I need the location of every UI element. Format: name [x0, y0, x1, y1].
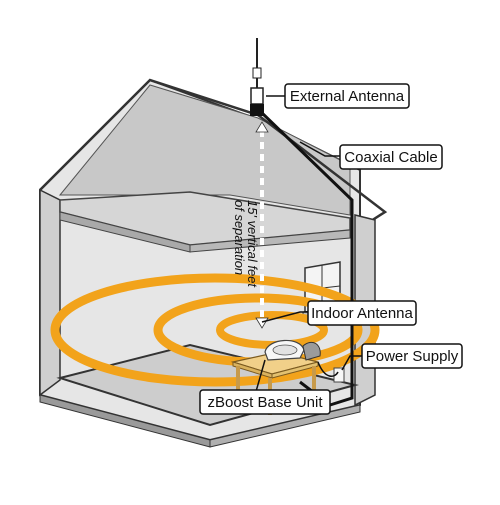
external-antenna [250, 38, 264, 116]
callout-power-supply: Power Supply [361, 343, 463, 369]
label-power-supply: Power Supply [366, 348, 459, 365]
callout-indoor-antenna: Indoor Antenna [307, 300, 417, 326]
separation-text-line1: 15' vertical feet [245, 200, 260, 288]
callout-base-unit: zBoost Base Unit [199, 389, 331, 415]
house-left-wall [39, 188, 61, 397]
callout-external-antenna: External Antenna [284, 83, 410, 109]
signal-ring-outer [50, 273, 380, 387]
callout-coaxial-cable: Coaxial Cable [339, 144, 443, 170]
ground-floor-right-edge [209, 404, 361, 448]
label-external-antenna: External Antenna [290, 88, 405, 105]
indoor-antenna-device [302, 341, 321, 361]
power-supply-device [317, 361, 345, 383]
label-base-unit: zBoost Base Unit [207, 394, 323, 411]
label-indoor-antenna: Indoor Antenna [311, 305, 413, 322]
label-coaxial-cable: Coaxial Cable [344, 149, 437, 166]
attic-floor-edge-right [189, 229, 351, 253]
zboost-base-unit [264, 339, 305, 361]
separation-text-line2: of separation [232, 200, 247, 275]
